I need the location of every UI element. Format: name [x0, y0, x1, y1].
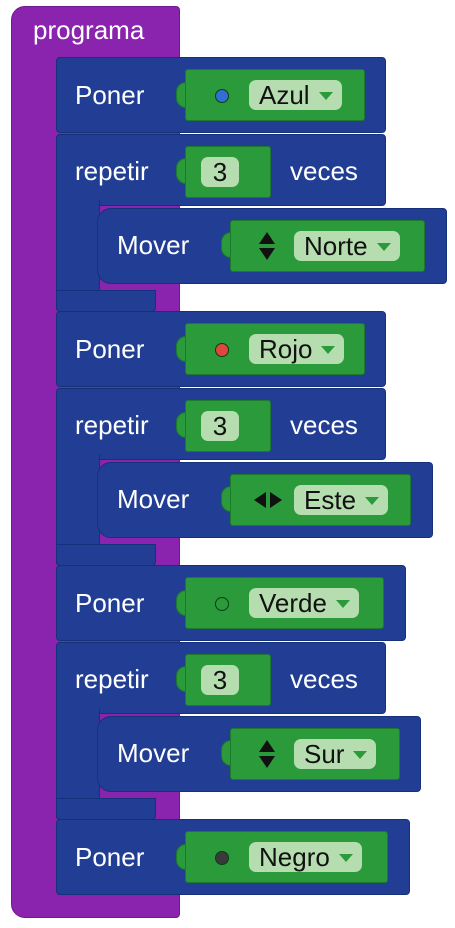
direction-dropdown-value: Este [304, 485, 357, 515]
color-dot-icon [215, 89, 229, 103]
chevron-down-icon [376, 243, 391, 251]
direction-dropdown-value: Norte [304, 231, 368, 261]
poner-label: Poner [75, 80, 145, 110]
color-dropdown-value: Azul [259, 80, 310, 110]
up-down-arrow-icon [259, 232, 275, 260]
color-dropdown[interactable]: Verde [249, 588, 359, 618]
repetir-footer [56, 544, 156, 566]
direction-dropdown-value: Sur [304, 739, 345, 769]
chevron-down-icon [365, 497, 380, 505]
repeat-count[interactable]: 3 [201, 157, 239, 187]
chevron-down-icon [335, 600, 350, 608]
color-dot-icon [215, 343, 229, 357]
left-right-arrow-icon [254, 492, 282, 508]
repetir-label: repetir [75, 156, 149, 186]
direction-dropdown[interactable]: Norte [294, 231, 400, 261]
chevron-down-icon [318, 92, 333, 100]
chevron-down-icon [353, 751, 368, 759]
veces-label: veces [290, 410, 358, 440]
mover-label: Mover [117, 230, 190, 260]
poner-label: Poner [75, 334, 145, 364]
repetir-label: repetir [75, 410, 149, 440]
repetir-label: repetir [75, 664, 149, 694]
direction-dropdown[interactable]: Este [294, 485, 389, 515]
color-dropdown[interactable]: Azul [249, 80, 342, 110]
color-dropdown-value: Rojo [259, 334, 313, 364]
mover-label: Mover [117, 484, 190, 514]
up-down-arrow-icon [259, 740, 275, 768]
repetir-footer [56, 290, 156, 312]
poner-label: Poner [75, 842, 145, 872]
veces-label: veces [290, 664, 358, 694]
repeat-count[interactable]: 3 [201, 411, 239, 441]
color-dropdown[interactable]: Rojo [249, 334, 345, 364]
color-dot-icon [215, 851, 229, 865]
color-dropdown[interactable]: Negro [249, 842, 362, 872]
veces-label: veces [290, 156, 358, 186]
color-dropdown-value: Negro [259, 842, 330, 872]
color-dropdown-value: Verde [259, 588, 327, 618]
chevron-down-icon [338, 854, 353, 862]
color-dot-icon [215, 597, 229, 611]
poner-label: Poner [75, 588, 145, 618]
repetir-footer [56, 798, 156, 820]
direction-dropdown[interactable]: Sur [294, 739, 377, 769]
program-title: programa [33, 15, 145, 45]
repeat-count[interactable]: 3 [201, 665, 239, 695]
chevron-down-icon [321, 346, 336, 354]
mover-label: Mover [117, 738, 190, 768]
count-input[interactable] [185, 654, 271, 706]
